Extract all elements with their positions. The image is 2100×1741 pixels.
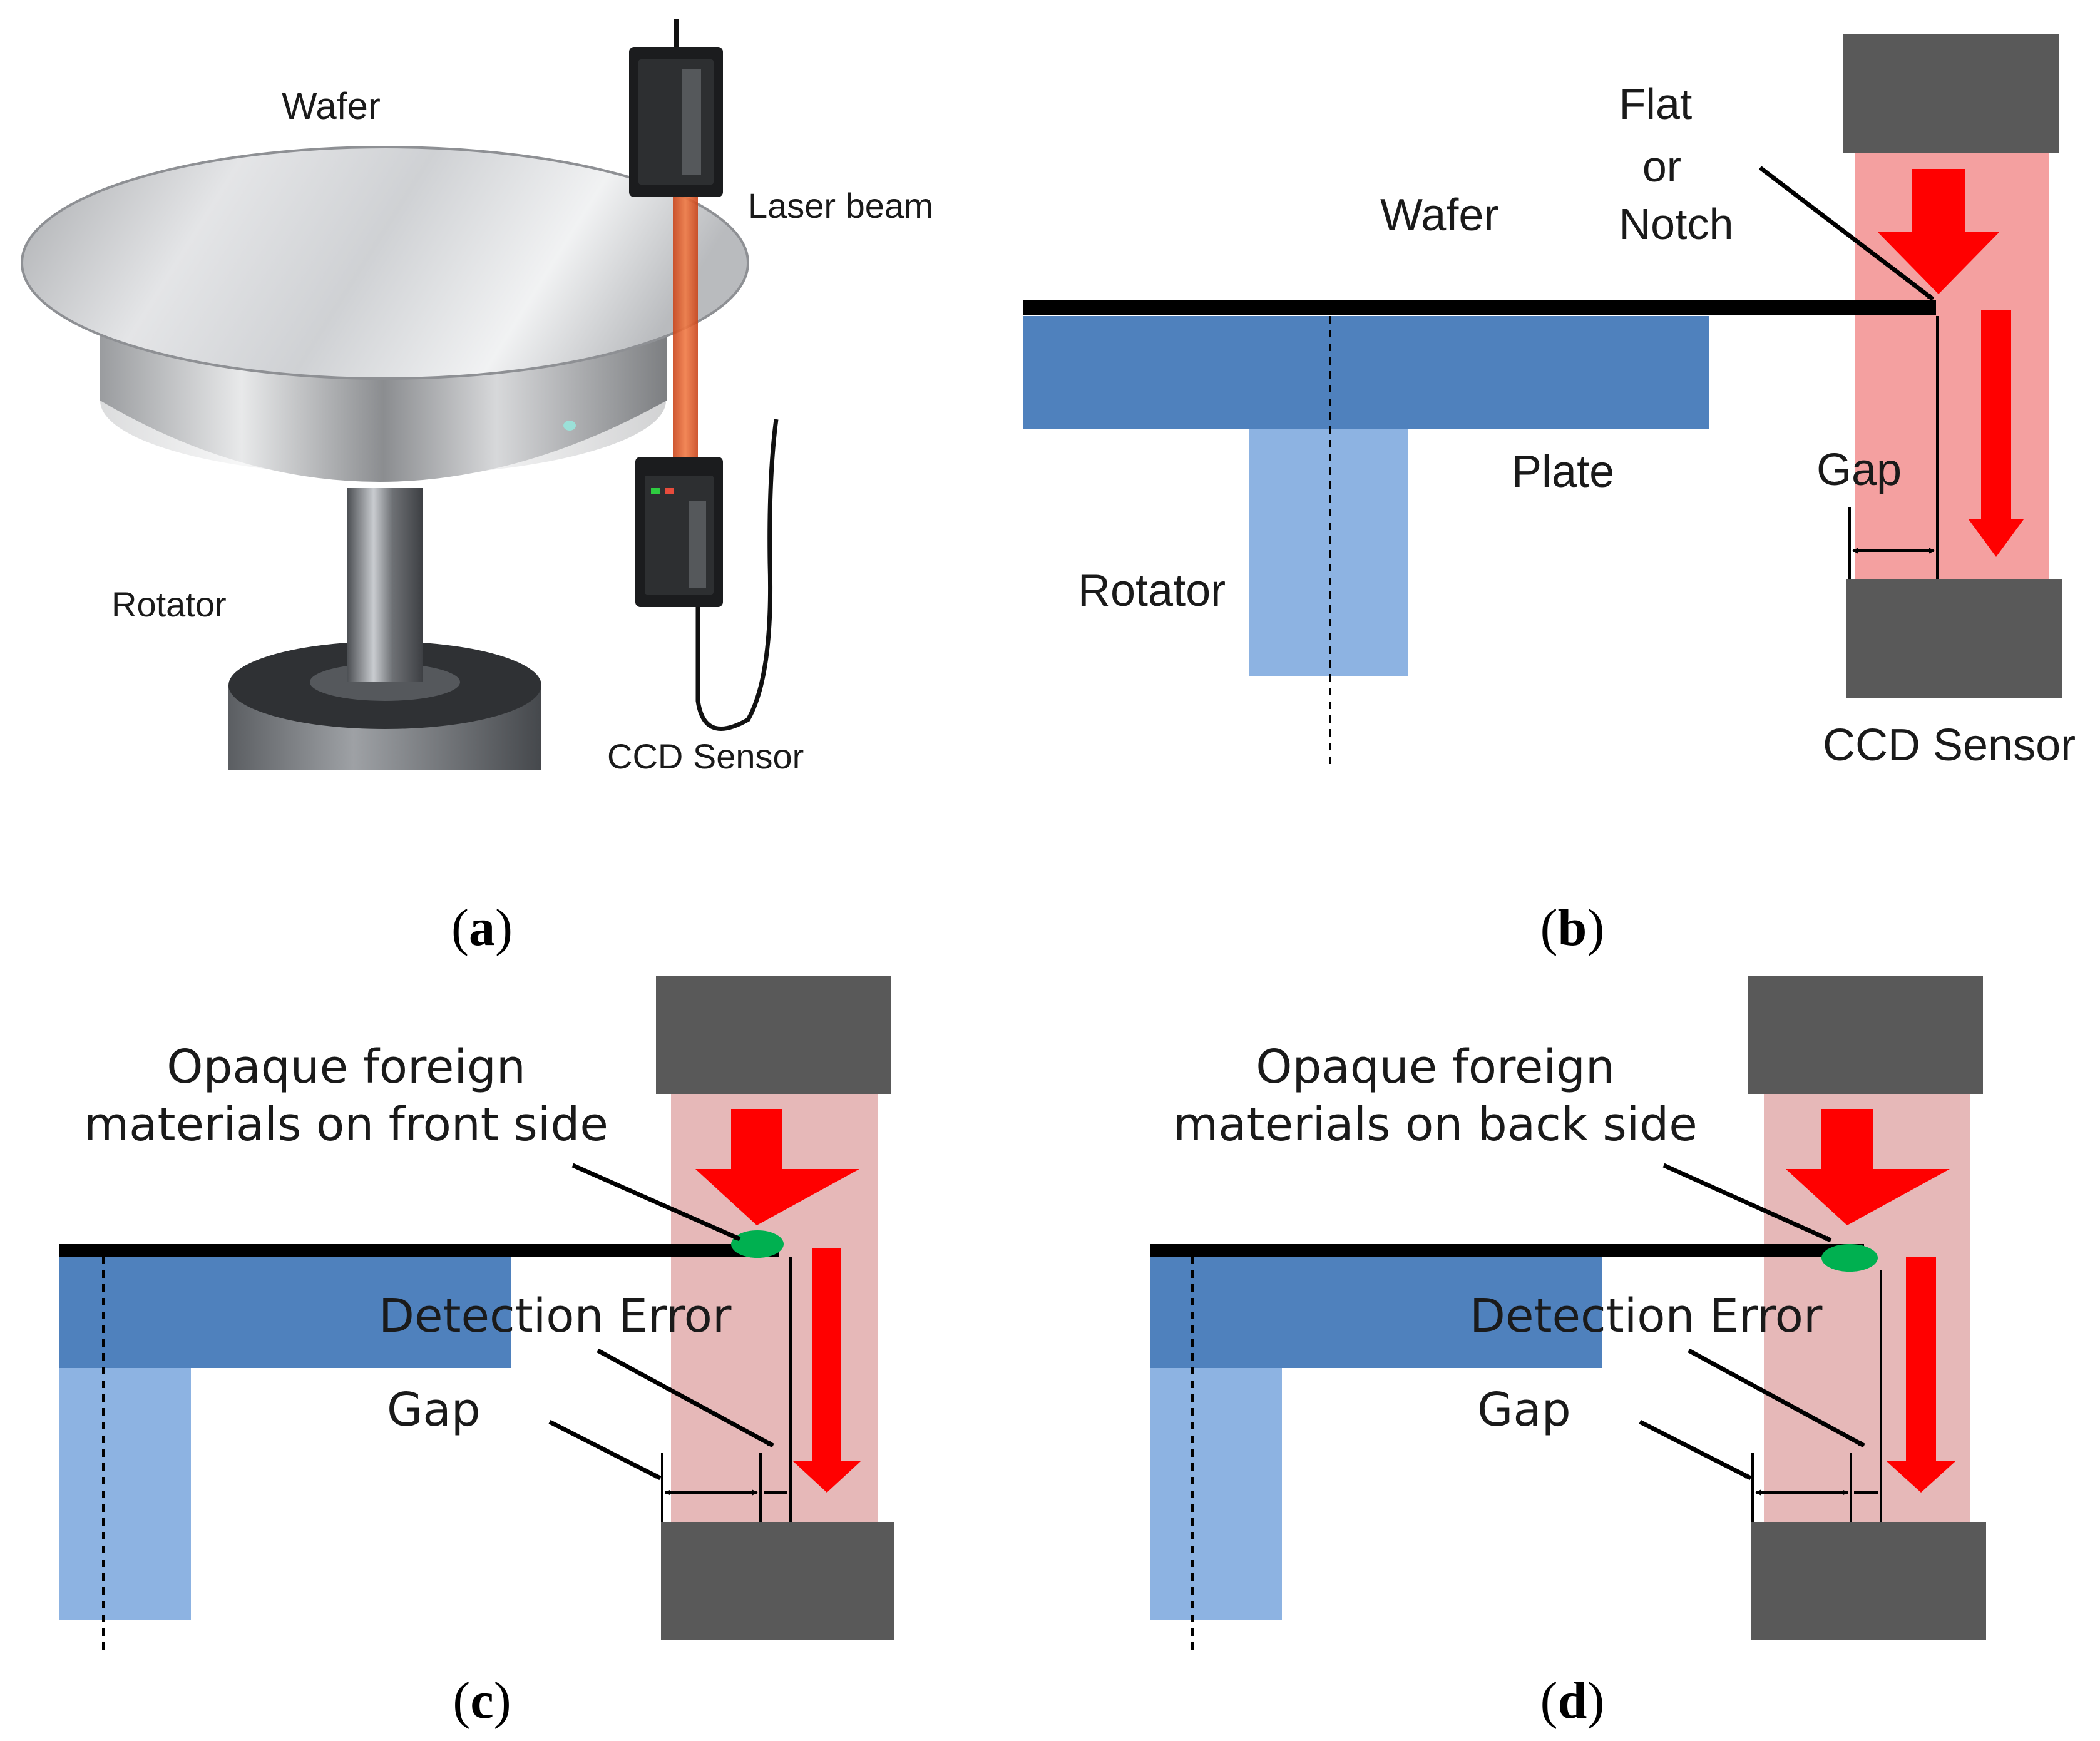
- wafer-label: Wafer: [282, 85, 381, 127]
- panel-c: Opaque foreign materials on front side D…: [59, 976, 894, 1652]
- wafer-line: [1023, 300, 1936, 315]
- foreign-label-line1: Opaque foreign: [1256, 1040, 1615, 1094]
- signal-arrow-down: [1969, 310, 2024, 557]
- wafer-disc: [21, 146, 749, 482]
- gap-dimension: [1848, 316, 1939, 579]
- gap-label: Gap: [387, 1383, 481, 1437]
- foreign-pointer: [1662, 1163, 1832, 1243]
- ccd-sensor-top-unit: [629, 19, 723, 197]
- wafer-label: Wafer: [1380, 190, 1498, 240]
- signal-arrow-down: [1887, 1257, 1955, 1493]
- sensor-block-bottom: [1846, 579, 2062, 698]
- sensor-block-bottom: [1751, 1522, 1986, 1640]
- caption-b: (b): [1540, 899, 1605, 957]
- gap-pointer: [1639, 1419, 1752, 1481]
- plate-label: Plate: [1512, 447, 1614, 497]
- rotator-label: Rotator: [111, 585, 227, 624]
- detection-error-label: Detection Error: [379, 1289, 732, 1343]
- gap-label: Gap: [1816, 445, 1902, 495]
- laser-beam-illustration: [673, 188, 698, 463]
- gap-dimension: [1751, 1270, 1882, 1522]
- gap-pointer: [548, 1419, 662, 1481]
- plate: [59, 1257, 511, 1368]
- wafer-line: [59, 1244, 779, 1257]
- gap-dimension: [661, 1257, 792, 1522]
- detection-error-pointer: [1688, 1348, 1865, 1448]
- caption-b-letter: b: [1558, 899, 1587, 957]
- detection-error-pointer: [597, 1348, 774, 1448]
- rotator-shaft: [1150, 1368, 1282, 1620]
- plate: [1023, 316, 1709, 429]
- caption-c: (c): [453, 1672, 511, 1730]
- rotator-label: Rotator: [1078, 566, 1226, 616]
- caption-d-letter: d: [1558, 1672, 1587, 1730]
- plate: [1150, 1257, 1602, 1368]
- sensor-block-top: [656, 976, 891, 1094]
- caption-c-letter: c: [470, 1672, 493, 1730]
- signal-arrow-down: [793, 1248, 861, 1493]
- panel-d: Opaque foreign materials on back side De…: [1150, 976, 1986, 1652]
- flat-notch-pointer: [1758, 166, 1935, 301]
- panel-b: Flat or Notch Wafer Plate Gap Rotator CC…: [1023, 34, 2076, 770]
- rotator-illustration: [228, 488, 541, 770]
- ccd-sensor-label: CCD Sensor: [607, 737, 804, 776]
- panel-captions: (a) (b) (c) (d): [451, 899, 1604, 1730]
- notch-label: Notch: [1619, 200, 1734, 248]
- caption-d: (d): [1540, 1672, 1605, 1730]
- laser-arrow-down: [1786, 1109, 1950, 1225]
- foreign-label-line1: Opaque foreign: [166, 1040, 526, 1094]
- panel-a: Wafer Laser beam Rotator CCD Sensor: [21, 19, 933, 776]
- foreign-pointer: [571, 1163, 741, 1242]
- ccd-sensor-label: CCD Sensor: [1823, 720, 2076, 770]
- or-label: or: [1642, 142, 1681, 191]
- flat-label: Flat: [1619, 79, 1693, 128]
- laser-beam-label: Laser beam: [748, 186, 933, 225]
- wafer-line: [1150, 1244, 1864, 1257]
- foreign-material: [1821, 1244, 1878, 1272]
- sensor-block-top: [1748, 976, 1983, 1094]
- foreign-label-line2: materials on front side: [84, 1098, 608, 1151]
- ccd-sensor-bottom-unit: [635, 419, 779, 731]
- caption-a-letter: a: [469, 899, 495, 957]
- laser-arrow-down: [695, 1109, 859, 1225]
- gap-label: Gap: [1477, 1383, 1571, 1437]
- foreign-label-line2: materials on back side: [1173, 1098, 1698, 1151]
- detection-error-label: Detection Error: [1470, 1289, 1823, 1343]
- sensor-block-top: [1843, 34, 2059, 153]
- foreign-material: [731, 1230, 784, 1258]
- laser-arrow-down: [1877, 169, 2000, 294]
- sensor-block-bottom: [661, 1522, 894, 1640]
- rotator-shaft: [59, 1368, 191, 1620]
- caption-a: (a): [451, 899, 513, 957]
- rotator-shaft: [1249, 429, 1408, 676]
